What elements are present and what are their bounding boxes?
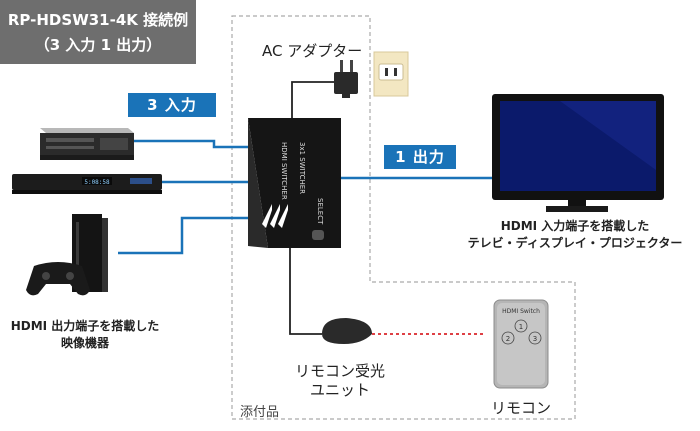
accessories-label: 添付品 [240,405,280,420]
tv-display-icon [492,94,664,212]
remote-button-3-label: 3 [533,335,537,343]
game-controller-icon [26,262,90,296]
ir-receiver-caption-line2: ユニット [309,381,370,399]
remote-caption: リモコン [490,399,551,417]
remote-control-icon: HDMI Switch 1 2 3 [493,299,549,389]
ir-receiver-cable [289,246,322,335]
remote-title: HDMI Switch [502,308,540,315]
ir-receiver-caption-line1: リモコン受光 [294,362,385,380]
hdmi-switcher-icon: HDMI SWITCHER 3x1 SWITCHER SELECT [248,118,341,248]
accessories-region [231,15,576,420]
title-banner [0,0,196,64]
ac-adapter-label: AC アダプター [262,42,363,60]
title-line1: RP-HDSW31-4K 接続例 [7,11,189,29]
tv-caption-line2: テレビ・ディスプレイ・プロジェクター [467,236,683,250]
switcher-select-label: SELECT [316,198,324,225]
output-count-tag: 1 出力 [384,145,456,169]
remote-button-2 [501,331,515,345]
remote-button-2-label: 2 [506,335,510,343]
input-count-tag: 3 入力 [128,93,216,117]
ac-adapter-cable [291,81,338,118]
switcher-model-label: 3x1 SWITCHER [298,142,306,194]
title-line2: （3 入力 1 出力） [34,36,162,54]
source-caption-line2: 映像機器 [60,336,109,350]
remote-button-3 [528,331,542,345]
tv-caption-line1: HDMI 入力端子を搭載した [500,219,650,233]
switcher-brand-label: HDMI SWITCHER [280,142,288,200]
ir-receiver-icon [322,318,372,344]
wall-outlet-icon [373,51,409,97]
cable-console [118,216,248,255]
bluray-player-icon: 5:08:58 [12,174,162,194]
bluray-time-readout: 5:08:58 [84,179,110,186]
remote-button-1-label: 1 [519,323,523,331]
desktop-pc-icon [40,128,134,160]
source-caption-line1: HDMI 出力端子を搭載した [10,319,160,333]
cable-pc [134,139,248,149]
remote-button-1 [514,319,528,333]
ac-adapter-icon [334,60,358,98]
hdmi-cables [118,139,492,255]
